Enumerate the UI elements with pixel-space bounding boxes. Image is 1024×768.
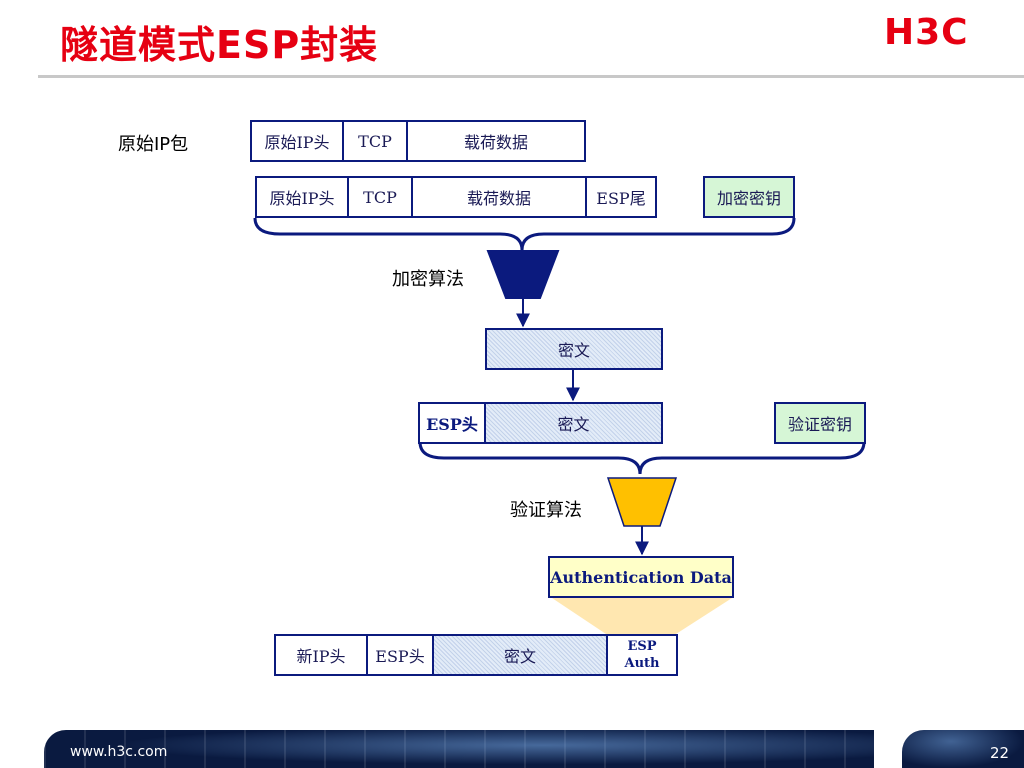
- brace-auth-inputs: [418, 441, 866, 475]
- auth-algorithm-label: 验证算法: [510, 500, 582, 521]
- footer-page-banner: [902, 730, 1024, 768]
- auth-data-highlight: [552, 598, 732, 634]
- row2-payload: 载荷数据: [411, 176, 587, 218]
- ciphertext-block: 密文: [485, 328, 663, 370]
- auth-funnel: [606, 477, 678, 527]
- row4-ciphertext: 密文: [484, 402, 663, 444]
- auth-key: 验证密钥: [774, 402, 866, 444]
- row1-tcp: TCP: [342, 120, 408, 162]
- final-new-ip-header: 新IP头: [274, 634, 368, 676]
- encrypt-algorithm-label: 加密算法: [392, 269, 464, 290]
- row2-esp-trailer: ESP尾: [585, 176, 657, 218]
- final-esp-header: ESP头: [366, 634, 434, 676]
- h3c-logo: H3C: [884, 12, 969, 53]
- footer-url: www.h3c.com: [70, 744, 168, 760]
- original-packet-label: 原始IP包: [118, 134, 189, 155]
- authentication-data: Authentication Data: [548, 556, 734, 598]
- row1-payload: 载荷数据: [406, 120, 586, 162]
- title-divider: [38, 75, 1024, 78]
- row1-orig-ip-header: 原始IP头: [250, 120, 344, 162]
- footer-banner: [44, 730, 874, 768]
- row2-orig-ip-header: 原始IP头: [255, 176, 349, 218]
- encryption-key: 加密密钥: [703, 176, 795, 218]
- encrypt-funnel: [486, 250, 560, 299]
- row2-tcp: TCP: [347, 176, 413, 218]
- final-ciphertext: 密文: [432, 634, 608, 676]
- esp-auth-line2: Auth: [624, 656, 660, 671]
- row4-esp-header: ESP头: [418, 402, 486, 444]
- page-number: 22: [990, 744, 1010, 762]
- brace-encrypt-inputs: [253, 217, 796, 251]
- final-esp-auth: ESP Auth: [606, 634, 678, 676]
- esp-auth-line1: ESP: [627, 639, 657, 654]
- page-title: 隧道模式ESP封装: [60, 23, 379, 67]
